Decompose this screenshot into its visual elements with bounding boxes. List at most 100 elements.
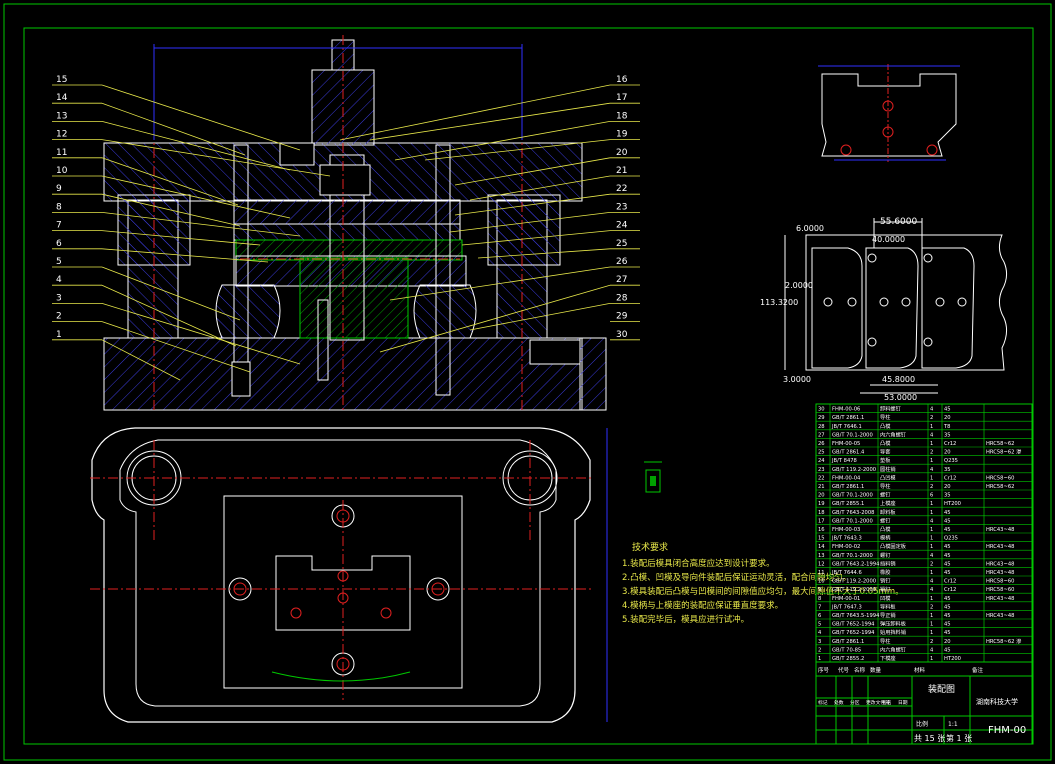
parts-cell: 螺钉 bbox=[880, 551, 890, 559]
parts-cell: 15 bbox=[818, 536, 825, 542]
parts-cell: 凸模 bbox=[880, 439, 890, 447]
parts-cell: 圆柱销 bbox=[880, 465, 896, 473]
parts-cell: GB/T 2861.1 bbox=[832, 415, 864, 421]
parts-cell: 2 bbox=[818, 647, 821, 653]
parts-cell: 1 bbox=[930, 622, 933, 628]
parts-cell: 导套 bbox=[880, 448, 891, 456]
title-label-cell: 更改文件号 bbox=[866, 699, 890, 706]
parts-cell: 13 bbox=[818, 553, 825, 559]
parts-cell: 12 bbox=[818, 561, 825, 567]
parts-cell: GB/T 7652-1994 bbox=[832, 630, 875, 636]
title-label-cell: 标记 bbox=[818, 699, 828, 706]
callout-left-9: 9 bbox=[56, 184, 62, 194]
parts-cell: 20 bbox=[818, 493, 825, 499]
title-header-cell: 数量 bbox=[870, 666, 882, 674]
parts-cell: 螺钉 bbox=[880, 491, 890, 499]
parts-cell: 4 bbox=[930, 467, 934, 473]
parts-cell: 2 bbox=[930, 604, 933, 610]
parts-cell: 内六角螺钉 bbox=[880, 645, 906, 653]
parts-cell: GB/T 2861.1 bbox=[832, 484, 864, 490]
parts-cell: GB/T 70.1-2000 bbox=[832, 553, 873, 559]
dim-top: 55.6000 bbox=[880, 217, 917, 227]
parts-cell: 销钉 bbox=[880, 577, 890, 585]
parts-cell: 凸凹模 bbox=[880, 473, 896, 481]
parts-cell: HT200 bbox=[944, 656, 961, 662]
parts-cell: 1 bbox=[930, 424, 933, 430]
parts-cell: 1 bbox=[930, 544, 933, 550]
parts-cell: 20 bbox=[944, 639, 951, 645]
parts-cell: HT200 bbox=[944, 501, 961, 507]
parts-cell: 卸料板 bbox=[880, 508, 896, 516]
callout-left-3: 3 bbox=[56, 293, 62, 303]
rubber-right bbox=[413, 284, 477, 339]
parts-cell: 销钉 bbox=[880, 585, 890, 593]
parts-cell: 16 bbox=[818, 527, 825, 533]
parts-cell: 35 bbox=[944, 432, 951, 438]
parts-cell: 19 bbox=[818, 501, 825, 507]
tech-item-3: 3.模具装配后凸模与凹模间的间隙值应均匀，最大间隙值不大于0.05mm。 bbox=[622, 586, 904, 597]
parts-cell: GB/T 7643.2-1994 bbox=[832, 561, 880, 567]
parts-cell: 6 bbox=[818, 613, 821, 619]
parts-cell: 下模座 bbox=[880, 654, 896, 662]
parts-cell: GB/T 70.1-2000 bbox=[832, 432, 873, 438]
parts-cell: 45 bbox=[944, 561, 951, 567]
callout-right-22: 22 bbox=[616, 184, 627, 194]
parts-cell: GB/T 119.2-2000 bbox=[832, 467, 876, 473]
parts-cell: Cr12 bbox=[944, 579, 956, 585]
parts-cell: FHM-00-04 bbox=[832, 475, 861, 481]
callout-right-18: 18 bbox=[616, 111, 628, 121]
title-sheets: 共 15 张 bbox=[914, 734, 945, 743]
parts-cell: 1 bbox=[930, 475, 933, 481]
title-scale: 1:1 bbox=[948, 721, 958, 728]
tech-item-4: 4.模柄与上模座的装配应保证垂直度要求。 bbox=[622, 600, 783, 611]
parts-cell: 45 bbox=[944, 407, 951, 413]
callout-left-1: 1 bbox=[56, 330, 62, 340]
parts-cell: 27 bbox=[818, 432, 825, 438]
parts-cell: GB/T 70-85 bbox=[832, 647, 861, 653]
title-label-cell: 签名 bbox=[882, 699, 892, 706]
dim-left-top: 6.0000 bbox=[796, 224, 824, 233]
parts-cell: 29 bbox=[818, 415, 825, 421]
parts-cell: 凸模 bbox=[880, 525, 890, 533]
title-header-cell: 序号 bbox=[818, 666, 830, 674]
parts-cell: 7 bbox=[818, 604, 821, 610]
callout-right-21: 21 bbox=[616, 166, 627, 176]
parts-cell: FHM-00-02 bbox=[832, 544, 860, 550]
parts-cell: 11 bbox=[818, 570, 825, 576]
tech-requirements: 技术要求 1.装配后模具闭合高度应达到设计要求。 2.凸模、凹模及导向件装配后保… bbox=[622, 541, 904, 625]
parts-cell: 5 bbox=[818, 622, 821, 628]
parts-cell: FHM-00-05 bbox=[832, 441, 860, 447]
parts-cell: 35 bbox=[944, 467, 951, 473]
parts-cell: HRC58~62 渗 bbox=[986, 637, 1022, 645]
parts-cell: Cr12 bbox=[944, 587, 956, 593]
parts-cell: 1 bbox=[930, 596, 933, 602]
parts-cell: HRC58~60 bbox=[986, 475, 1014, 481]
section-marker bbox=[644, 461, 662, 493]
callout-right-30: 30 bbox=[616, 330, 628, 340]
title-block: 装配图 湖南科技大学 FHM-00 共 15 张 第 1 张 比例 1:1 序号… bbox=[815, 661, 1033, 745]
title-label-cell: 日期 bbox=[898, 700, 908, 706]
callout-left-7: 7 bbox=[56, 221, 62, 231]
callout-right-29: 29 bbox=[616, 312, 628, 322]
parts-cell: 45 bbox=[944, 622, 951, 628]
parts-cell: GB/T 119.2-2000 bbox=[832, 579, 876, 585]
title-header-cell: 代号 bbox=[838, 666, 850, 674]
